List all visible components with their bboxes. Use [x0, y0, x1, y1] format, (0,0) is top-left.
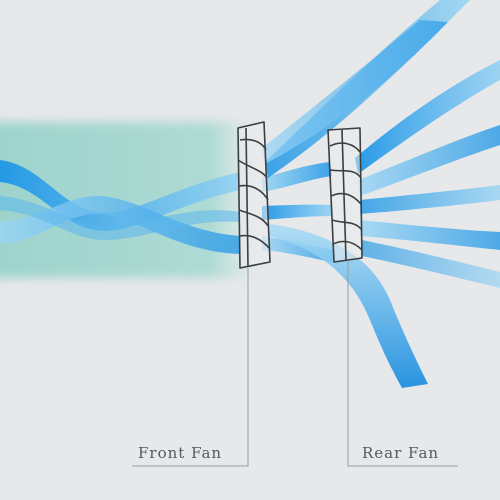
transfer-ribbon-3: [262, 236, 334, 262]
intake-ribbon-lower: [0, 195, 240, 254]
leader-lines: [132, 262, 458, 467]
intake-air-region: [0, 122, 252, 278]
front-fan-icon: [237, 121, 271, 269]
exhaust-ribbon-lower-2: [362, 240, 500, 288]
exhaust-ribbon-upper-3: [358, 125, 500, 196]
exhaust-ribbon-down: [270, 224, 428, 388]
transfer-ribbon-2: [262, 204, 332, 220]
rear-fan-icon: [327, 127, 363, 263]
exhaust-ribbon-upper-2: [355, 60, 500, 174]
exhaust-ribbon-upper-1: [262, 20, 448, 164]
rear-fan-leader-line: [347, 262, 458, 467]
exhaust-ribbon-lower-1: [360, 220, 500, 250]
transfer-ribbon-1: [262, 162, 332, 192]
intake-ribbon-mid: [0, 196, 240, 241]
exhaust-ribbon-mid: [360, 185, 500, 214]
rear-fan-label: Rear Fan: [362, 444, 440, 462]
front-fan-leader-line: [132, 268, 249, 467]
front-fan-label: Front Fan: [138, 444, 223, 462]
